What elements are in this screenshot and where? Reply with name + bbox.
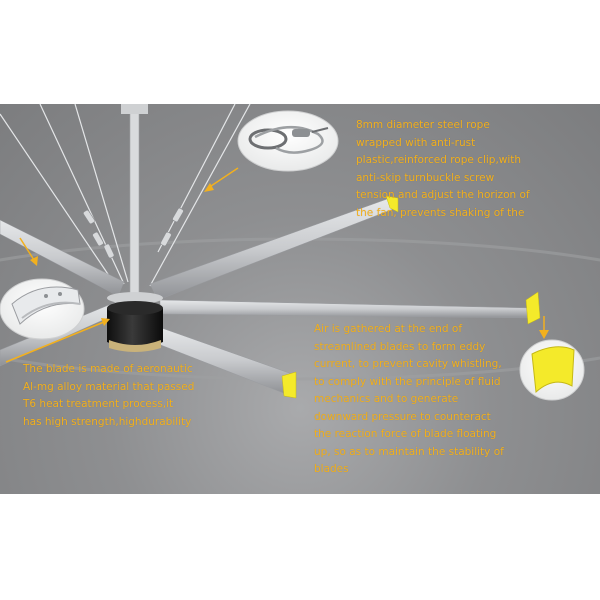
air-caption-line: up, so as to maintain the stability of: [314, 445, 504, 458]
air-caption: Air is gathered at the end of streamline…: [314, 321, 504, 479]
blade-caption-line: has high strength,highdurability: [23, 415, 192, 428]
blade-back-left: [0, 219, 125, 297]
blade-callout-arrow: [5, 321, 105, 363]
fan-scene: [0, 104, 600, 401]
fan-illustration-panel: 8mm diameter steel rope wrapped with ant…: [0, 104, 600, 494]
rope-caption: 8mm diameter steel rope wrapped with ant…: [356, 117, 530, 222]
blade-right: [159, 299, 537, 319]
rope-callout-arrowhead: [204, 183, 214, 192]
fan-shaft: [129, 104, 140, 295]
rope-caption-line: wrapped with anti-rust: [356, 136, 476, 149]
blade-tip-front: [281, 371, 297, 399]
rope-caption-line: 8mm diameter steel rope: [356, 119, 490, 131]
air-caption-line: blades: [314, 463, 349, 475]
blade-top-arrowhead: [30, 256, 38, 266]
blade-caption-line: The blade is made of aeronautic: [23, 363, 193, 375]
blade-tip-right: [525, 291, 541, 325]
steel-rope-clip-detail-icon: [237, 110, 339, 172]
rope-caption-line: anti-skip turnbuckle screw: [356, 171, 495, 184]
blade-tip-winglet-icon: [519, 339, 585, 401]
guy-wires: [0, 104, 251, 290]
air-caption-line: current, to prevent cavity whistling,: [314, 358, 502, 370]
air-caption-line: to comply with the principle of fluid: [314, 375, 501, 388]
rope-callout-arrow: [207, 167, 239, 189]
motor-hub: [107, 292, 163, 352]
air-caption-line: mechanics and to generate: [314, 393, 459, 405]
blade-caption-line: Al-mg alloy material that passed: [23, 380, 195, 393]
blade-caption: The blade is made of aeronautic Al-mg al…: [23, 361, 194, 431]
blade-callout-arrowhead: [101, 318, 110, 326]
turnbuckles: [83, 207, 184, 259]
blade-caption-line: T6 heat treatment process,it: [23, 398, 174, 410]
fan-blades: [0, 195, 541, 399]
blade-top-arrow: [19, 237, 35, 261]
rope-caption-line: the fan, prevents shaking of the: [356, 206, 525, 219]
rope-caption-line: tension and adjust the horizon of: [356, 189, 530, 201]
air-caption-line: Air is gathered at the end of: [314, 323, 463, 335]
blade-cross-section-icon: [0, 278, 85, 340]
air-caption-line: the reaction force of blade floating: [314, 428, 497, 440]
rope-caption-line: plastic,reinforced rope clip,with: [356, 154, 522, 166]
blade-tip-back: [385, 195, 399, 213]
ceiling-mount: [121, 104, 148, 114]
tip-callout-arrowhead: [539, 330, 549, 339]
air-caption-line: streamlined blades to form eddy: [314, 340, 486, 353]
air-caption-line: downward pressure to counteract: [314, 410, 491, 423]
